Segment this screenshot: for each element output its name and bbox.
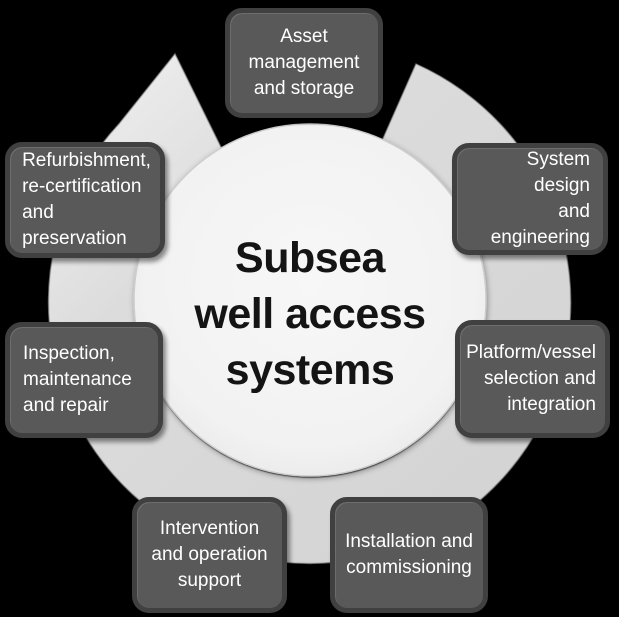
node-label-intervention: Intervention and operation support [151, 518, 268, 591]
node-inspection: Inspection, maintenance and repair [5, 322, 163, 438]
node-installation: Installation and commissioning [330, 497, 488, 613]
node-label-platform-vessel: Platform/vessel selection and integratio… [466, 342, 596, 415]
center-disc [133, 123, 487, 477]
node-label-refurbishment: Refurbishment, re-certification and pres… [22, 150, 151, 249]
node-intervention: Intervention and operation support [132, 497, 287, 613]
node-label-inspection: Inspection, maintenance and repair [23, 343, 132, 416]
node-label-asset-management: Asset management and storage [248, 26, 360, 99]
node-label-installation: Installation and commissioning [345, 531, 473, 578]
node-refurbishment: Refurbishment, re-certification and pres… [5, 142, 165, 258]
node-system-design: System design and engineering [452, 143, 608, 255]
diagram-title: Subsea well access systems [194, 234, 426, 394]
node-platform-vessel: Platform/vessel selection and integratio… [455, 320, 610, 438]
node-label-system-design: System design and engineering [490, 149, 590, 248]
node-asset-management: Asset management and storage [225, 8, 383, 118]
